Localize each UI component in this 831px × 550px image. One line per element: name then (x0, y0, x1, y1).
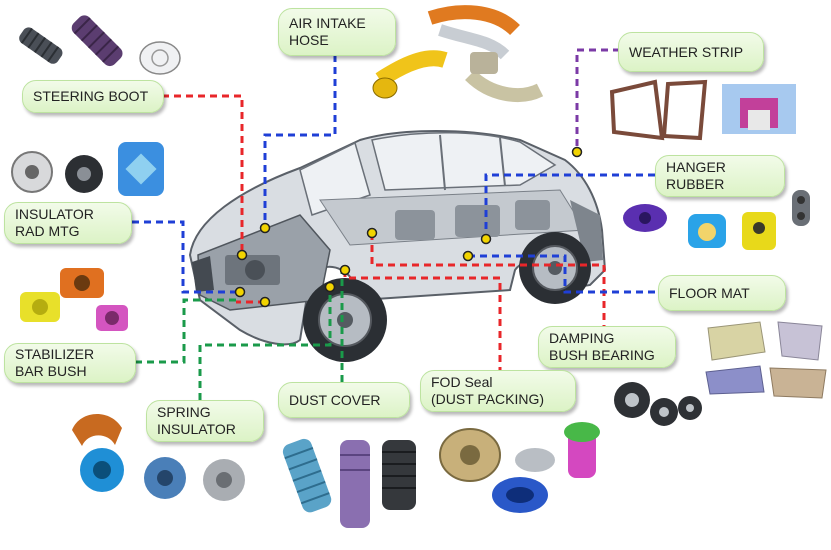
dot-steering (236, 249, 248, 261)
dot-damping (366, 227, 378, 239)
connector-spring-insulator (198, 288, 332, 400)
connector-damping-bush (370, 233, 606, 330)
fod-seal-parts (439, 422, 600, 513)
connector-air-intake (263, 55, 337, 228)
stabilizer-bush-parts (20, 268, 128, 331)
label-hanger-rubber: HANGER RUBBER (655, 155, 785, 197)
floor-mat-parts (705, 321, 827, 399)
label-spring-insulator: SPRING INSULATOR (146, 400, 264, 442)
label-air-intake-hose: AIR INTAKE HOSE (278, 8, 396, 56)
car-side-windows (371, 131, 557, 191)
damping-bearing-parts (614, 382, 702, 426)
connector-hanger-rubber (484, 173, 655, 238)
label-steering-boot: STEERING BOOT (22, 80, 164, 113)
dust-cover-parts (282, 438, 416, 528)
air-intake-hose-parts (372, 5, 544, 102)
label-weather-strip: WEATHER STRIP (618, 32, 764, 72)
label-fod-seal: FOD Seal (DUST PACKING) (420, 370, 576, 412)
front-wheel (303, 278, 387, 362)
label-floor-mat: FLOOR MAT (658, 275, 786, 311)
car-illustration (188, 130, 607, 362)
label-stabilizer-bar-bush: STABILIZER BAR BUSH (4, 343, 136, 383)
dot-weather (571, 146, 583, 158)
dot-air-intake (259, 222, 271, 234)
label-dust-cover: DUST COVER (278, 382, 410, 418)
dot-stabilizer (259, 296, 271, 308)
hanger-rubber-parts (623, 190, 810, 250)
steering-boot-parts (19, 15, 181, 75)
dot-floor-mat (462, 250, 474, 262)
connector-stabilizer-bar (135, 298, 240, 364)
dot-fod (339, 264, 351, 276)
connector-insulator-rad (132, 220, 240, 294)
dot-insulator (234, 286, 246, 298)
label-insulator-rad-mtg: INSULATOR RAD MTG (4, 202, 132, 244)
dot-spring (324, 281, 336, 293)
connector-steering-boot (150, 94, 244, 255)
spring-insulator-parts (72, 413, 245, 501)
insulator-rad-parts (11, 142, 164, 196)
dot-hanger (480, 233, 492, 245)
connector-floor-mat (468, 254, 658, 294)
connector-weather-strip (575, 48, 620, 150)
weather-strip-parts (609, 79, 796, 141)
label-damping-bush-bearing: DAMPING BUSH BEARING (538, 326, 676, 368)
car-windshield (299, 141, 371, 216)
